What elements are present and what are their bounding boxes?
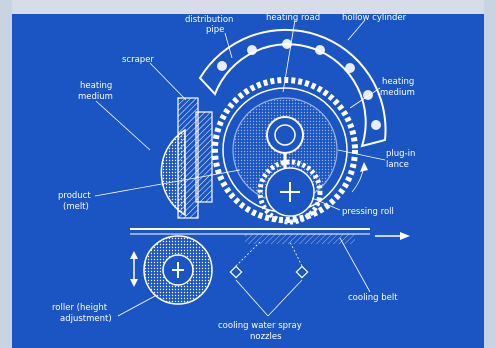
label-cooling-water-spray: cooling water spray [218, 321, 302, 331]
cooling-belt [130, 228, 410, 244]
label-melt: (melt) [63, 202, 89, 212]
pressing-roll [257, 159, 323, 225]
label-cooling-belt: cooling belt [348, 293, 398, 303]
label-heating-left-1: heating [80, 81, 112, 91]
label-pipe: pipe [206, 25, 224, 35]
top-border-strip [12, 0, 484, 14]
label-distribution: distribution [185, 15, 233, 25]
label-product: product [58, 191, 91, 201]
label-lance: lance [386, 160, 409, 170]
leader-lines [94, 19, 386, 317]
label-heating-left-2: medium [78, 92, 113, 102]
height-adjustment-roller [130, 235, 213, 305]
label-adjustment: adjustment) [60, 314, 112, 324]
label-nozzles: nozzles [250, 332, 282, 342]
label-plug-in: plug-in [386, 149, 415, 159]
label-scraper: scraper [122, 55, 154, 65]
label-roller: roller (height [52, 303, 108, 313]
label-hollow-cylinder: hollow cylinder [342, 13, 407, 23]
label-pressing-roll: pressing roll [342, 207, 394, 217]
label-heating-right-2: medium [380, 88, 415, 98]
hollow-cylinder [198, 28, 387, 148]
scraper-block [177, 97, 199, 219]
label-heating-rod: heating road [266, 13, 320, 23]
cooling-water-spray-nozzles [229, 241, 309, 279]
label-heating-right-1: heating [382, 77, 414, 87]
left-heating-drum [160, 97, 213, 219]
heating-rod-core [266, 116, 304, 154]
